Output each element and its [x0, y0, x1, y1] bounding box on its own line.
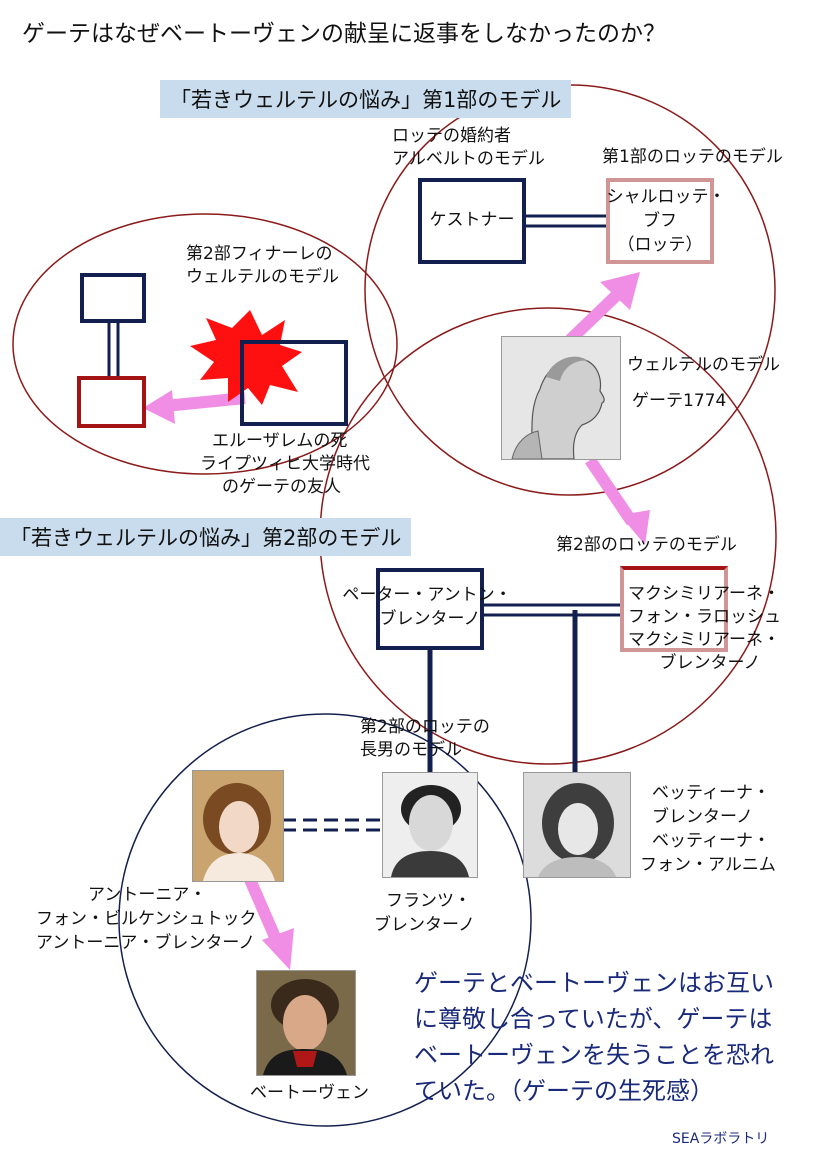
jerusalem-box	[240, 340, 348, 426]
maxi-name-4: ブレンターノ	[659, 653, 761, 673]
werther-label: ウェルテルのモデル	[627, 355, 780, 375]
conclusion-line-3: ベートーヴェンを失うことを恐れ	[414, 1041, 774, 1069]
kestner-box	[418, 178, 526, 264]
goethe-portrait	[501, 336, 621, 460]
franz-name-2: ブレンターノ	[374, 915, 475, 935]
charlotte-name-3: （ロッテ）	[617, 235, 703, 255]
lotte2-label: 第2部のロッテのモデル	[556, 535, 737, 555]
charlotte-name-2: ブフ	[643, 211, 677, 231]
kestner-name: ケストナー	[429, 210, 515, 230]
beethoven-portrait	[256, 970, 356, 1076]
fiance-label-2: アルベルトのモデル	[392, 149, 545, 169]
jerusalem-label-1: エルーザレムの死	[212, 431, 348, 451]
peter-box	[376, 568, 484, 650]
finale-top-box	[80, 273, 146, 323]
conclusion-line-4: ていた。（ゲーテの生死感）	[414, 1077, 714, 1105]
fiance-label-1: ロッテの婚約者	[392, 126, 511, 146]
maxi-name-2: フォン・ラロッシュ	[628, 607, 781, 627]
page-title: ゲーテはなぜベートーヴェンの献呈に返事をしなかったのか？	[22, 21, 666, 47]
antonie-name-2: フォン・ビルケンシュトック	[36, 909, 257, 929]
beethoven-circle	[118, 713, 532, 1127]
conclusion-line-1: ゲーテとベートーヴェンはお互い	[414, 969, 774, 997]
jerusalem-label-2: ライプツィヒ大学時代	[200, 454, 370, 474]
finale-label-1: 第2部フィナーレの	[186, 244, 333, 264]
beethoven-name: ベートーヴェン	[250, 1083, 369, 1103]
bettina-name-4: フォン・アルニム	[640, 855, 776, 875]
maxi-name-1: マクシミリアーネ・	[628, 584, 780, 604]
maxi-name-3: マクシミリアーネ・	[628, 630, 780, 650]
finale-bottom-box	[77, 376, 146, 428]
credit: SEAラボラトリ	[672, 1131, 770, 1147]
conclusion-line-2: に尊敬し合っていたが、ゲーテは	[414, 1005, 773, 1033]
lotte1-label: 第1部のロッテのモデル	[602, 147, 783, 167]
antonie-name-1: アントーニア・	[88, 885, 207, 905]
explosion-icon	[190, 310, 302, 405]
finale-label-2: ウェルテルのモデル	[186, 267, 339, 287]
son-label-1: 第2部のロッテの	[360, 717, 490, 737]
goethe-name: ゲーテ1774	[632, 391, 727, 411]
son-label-2: 長男のモデル	[360, 740, 462, 760]
part2-banner: 「若きウェルテルの悩み」第2部のモデル	[0, 518, 412, 556]
charlotte-name-1: シャルロッテ・	[606, 187, 726, 207]
jerusalem-label-3: のゲーテの友人	[222, 477, 341, 497]
peter-name-1: ペーター・アントン・	[342, 585, 512, 605]
finale-circle	[12, 213, 398, 475]
franz-portrait	[382, 772, 478, 878]
antonie-name-3: アントーニア・ブレンターノ	[36, 933, 256, 953]
bettina-portrait	[523, 772, 631, 878]
charlotte-box	[606, 178, 714, 264]
bettina-name-3: ベッティーナ・	[652, 831, 770, 851]
antonie-portrait	[192, 770, 284, 882]
peter-name-2: ブレンターノ	[379, 609, 481, 629]
bettina-name-2: ブレンターノ	[652, 807, 753, 827]
maxi-box	[620, 566, 728, 652]
bettina-name-1: ベッティーナ・	[652, 783, 770, 803]
part1-banner: 「若きウェルテルの悩み」第1部のモデル	[160, 80, 572, 118]
franz-name-1: フランツ・	[386, 891, 471, 911]
